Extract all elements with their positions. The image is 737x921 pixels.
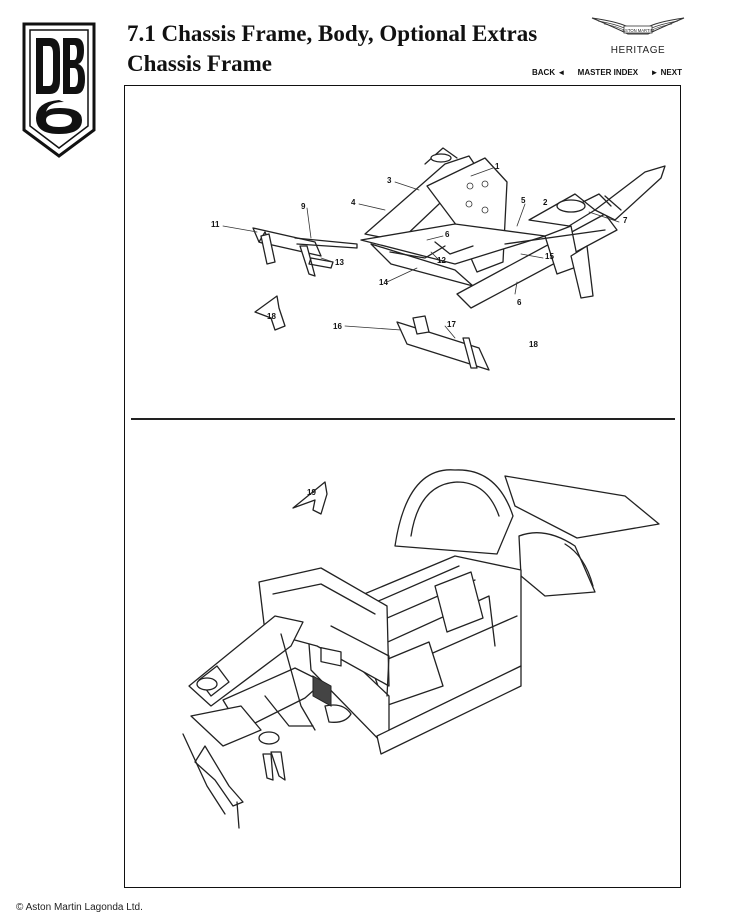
callout-leaders [222, 167, 620, 339]
heritage-label: HERITAGE [610, 45, 666, 56]
chassis-diagram-frame: 1 2 3 4 5 6 6 7 9 11 12 13 14 15 16 17 1… [124, 85, 681, 888]
callout-label: 5 [521, 196, 526, 205]
callout-label: 6 [445, 230, 450, 239]
callout-label: 11 [211, 220, 220, 229]
svg-text:ASTON MARTIN: ASTON MARTIN [622, 28, 654, 33]
front-bracket-part [252, 227, 358, 277]
front-chassis-frame [360, 147, 666, 309]
callout-label: 18 [529, 340, 538, 349]
callout-label: 17 [447, 320, 456, 329]
callout-label: 19 [307, 488, 316, 497]
page-title: 7.1 Chassis Frame, Body, Optional Extras [127, 21, 538, 46]
callout-label: 16 [333, 322, 342, 331]
callout-label: 4 [351, 198, 356, 207]
db6-logo [22, 22, 96, 158]
back-link[interactable]: BACK ◄ [532, 68, 566, 77]
aston-martin-wings-logo: ASTON MARTIN [591, 17, 685, 35]
direction-arrow-2 [254, 295, 286, 331]
callout-label: 3 [387, 176, 392, 185]
direction-arrow-1 [292, 481, 328, 515]
chassis-exploded-diagram [182, 147, 666, 829]
page-subtitle: Chassis Frame [127, 51, 273, 76]
callout-label: 9 [301, 202, 306, 211]
diagram-divider [131, 418, 675, 420]
page-navigation: BACK ◄ MASTER INDEX ► NEXT [532, 68, 682, 77]
master-index-link[interactable]: MASTER INDEX [577, 68, 639, 77]
callout-label: 13 [335, 258, 344, 267]
callout-label: 7 [623, 216, 628, 225]
callout-label: 6 [517, 298, 522, 307]
callout-label: 14 [379, 278, 388, 287]
callout-label: 18 [267, 312, 276, 321]
assembled-body-shell [182, 469, 660, 829]
copyright-notice: © Aston Martin Lagonda Ltd. [16, 902, 143, 913]
cross-member-part [396, 315, 490, 371]
next-link[interactable]: ► NEXT [650, 68, 682, 77]
callout-label: 2 [543, 198, 548, 207]
callout-label: 12 [437, 256, 446, 265]
callout-label: 1 [495, 162, 500, 171]
callout-label: 15 [545, 252, 554, 261]
